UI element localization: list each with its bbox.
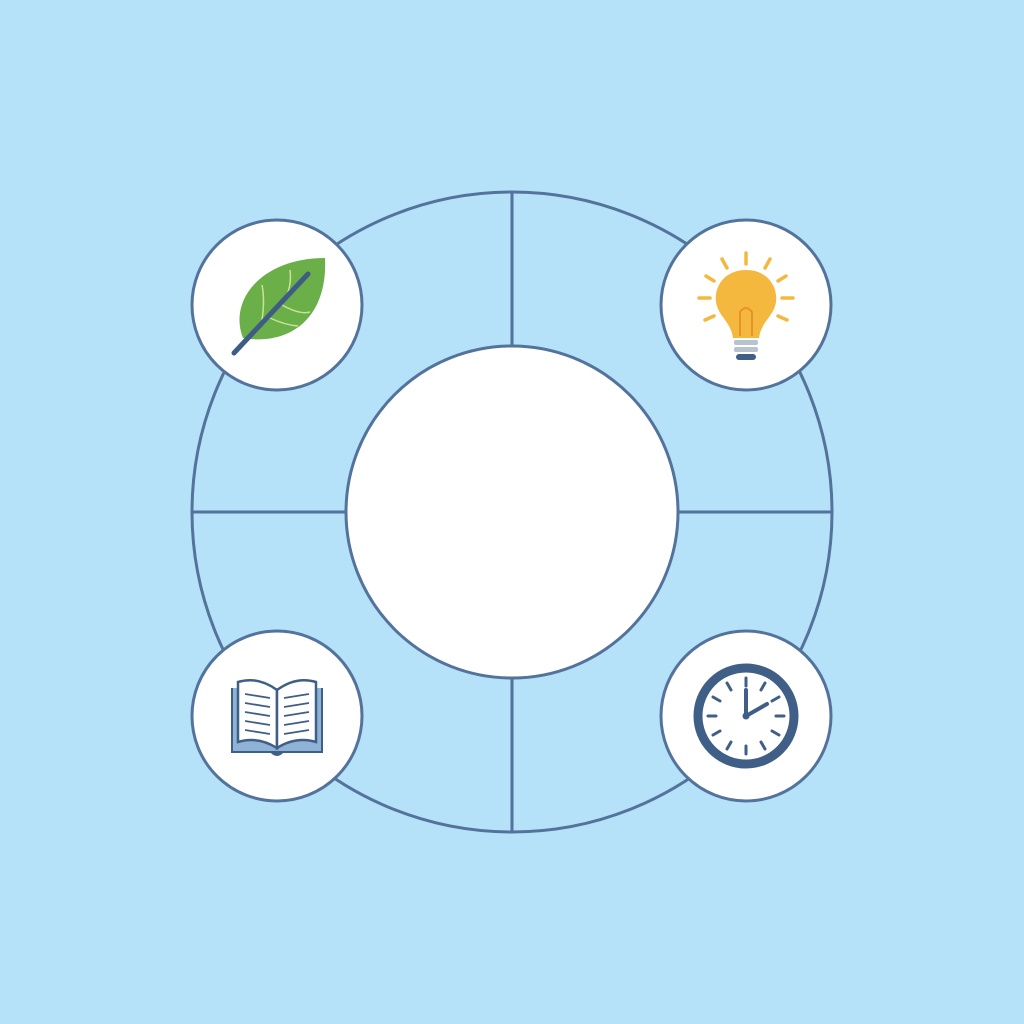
lightbulb-icon <box>697 251 795 360</box>
node-top-left <box>190 218 364 392</box>
center-circle <box>344 344 680 680</box>
leaf-icon <box>231 258 326 356</box>
node-bottom-right <box>659 629 833 803</box>
clock-icon <box>693 663 799 769</box>
node-top-right <box>659 218 833 392</box>
node-bottom-left <box>190 629 364 803</box>
open-book-icon <box>231 679 323 756</box>
